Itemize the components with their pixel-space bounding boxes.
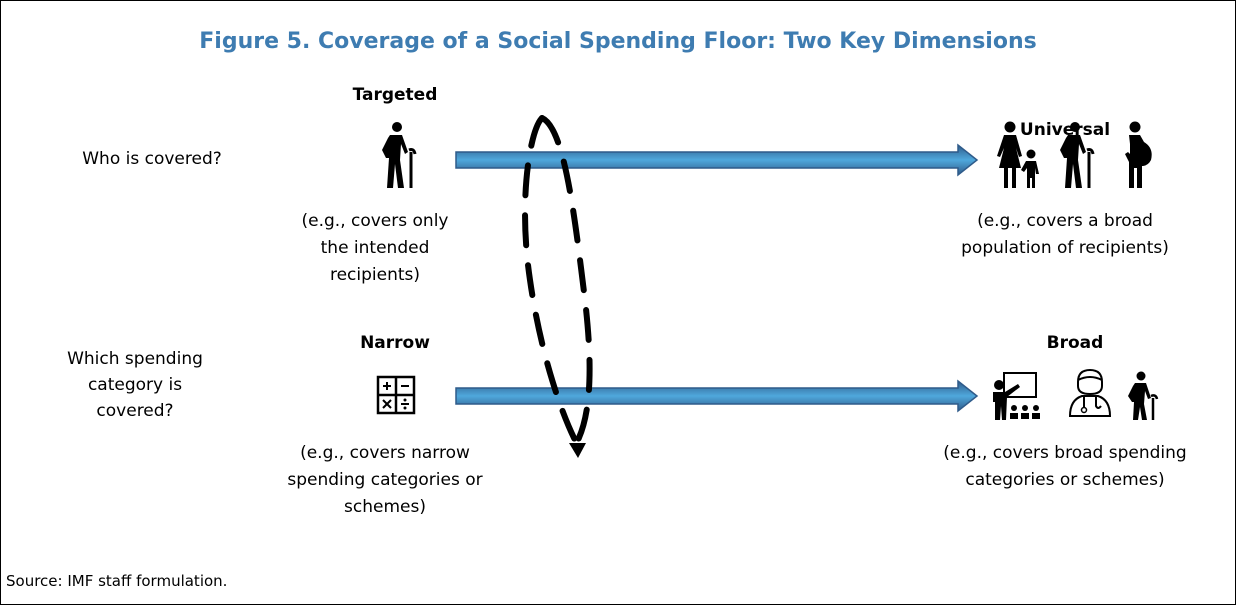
narrow-description: (e.g., covers narrow spending categories… xyxy=(287,443,483,517)
figure-title: Figure 5. Coverage of a Social Spending … xyxy=(199,29,1037,54)
elderly-person-with-cane-icon xyxy=(382,122,417,188)
row-question-category: Which spending category is covered? xyxy=(67,349,203,421)
mother-and-child-icon xyxy=(997,121,1039,188)
elderly-person-with-cane-icon xyxy=(1060,122,1095,188)
targeted-description: (e.g., covers only the intended recipien… xyxy=(301,211,449,285)
universal-heading: Universal xyxy=(1019,120,1111,140)
row-question-who: Who is covered? xyxy=(82,149,222,169)
broad-description: (e.g., covers broad spending categories … xyxy=(943,443,1187,490)
doctor-icon xyxy=(1068,368,1112,417)
universal-description: (e.g., covers a broad population of reci… xyxy=(961,211,1169,258)
pregnant-woman-icon xyxy=(1125,121,1152,188)
source-note: Source: IMF staff formulation. xyxy=(6,572,228,590)
loop-arrowhead xyxy=(569,443,586,458)
dashed-loop-connector xyxy=(522,115,593,458)
targeted-heading: Targeted xyxy=(352,85,438,105)
coverage-arrow-who xyxy=(455,143,979,177)
teacher-at-board-icon xyxy=(993,372,1040,420)
narrow-heading: Narrow xyxy=(360,333,430,353)
coverage-arrow-category xyxy=(455,379,979,413)
calculator-icon xyxy=(376,375,416,415)
elderly-person-with-cane-icon xyxy=(1128,371,1159,420)
broad-heading: Broad xyxy=(1046,333,1104,353)
